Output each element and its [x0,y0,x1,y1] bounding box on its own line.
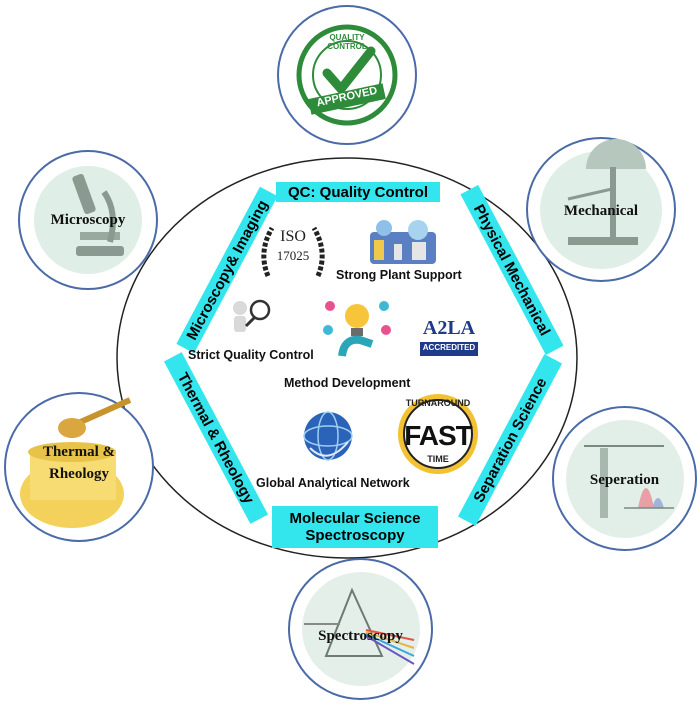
svg-text:A2LA: A2LA [423,317,476,339]
node-spectroscopy: Spectroscopy [288,558,433,700]
quality-approved-stamp-icon [296,24,398,126]
strong-plant-support-label: Strong Plant Support [336,268,462,282]
spectroscopy-label: Spectroscopy [318,628,403,644]
fast-logo-top: TURNAROUND [405,398,471,408]
microscope-icon [72,173,124,256]
global-analytical-network-label: Global Analytical Network [256,476,410,490]
node-separation: Seperation [552,406,697,551]
band-bottom-line2: Spectroscopy [305,527,405,544]
plant-icon [370,220,436,264]
thermal-label-line1: Thermal & [42,444,116,460]
fast-logo-main: FAST [404,420,473,451]
mechanical-label: Mechanical [563,203,639,219]
band-top: QC: Quality Control [276,182,440,202]
band-bottom-line1: Molecular Science [289,510,421,527]
thermal-label-line2: Rheology [49,466,109,482]
stamp-top-text: QUALITY CONTROL [327,33,367,51]
iso-logo-number: 17025 [276,248,310,263]
node-microscopy: Microscopy [18,150,158,290]
iso-laurel-icon [261,226,325,277]
iso-logo-text: ISO [280,228,306,245]
fast-logo-bottom: TIME [427,454,449,464]
lightbulb-idea-icon [323,301,391,357]
node-thermal-rheology: Thermal & Rheology [4,392,154,542]
honey-jar-icon [20,397,132,528]
pendulum-tester-icon [567,139,646,245]
chromatography-icon [584,445,674,518]
fast-turnaround-icon [398,394,478,474]
prism-icon [304,587,415,665]
method-development-label: Method Development [284,376,411,390]
a2la-accredited-icon: A2LA [420,314,478,356]
globe-network-icon [303,411,353,461]
band-bottom: Molecular Science Spectroscopy [272,506,438,548]
accredited-logo-text: ACCREDITED [422,343,476,352]
magnifier-person-icon [233,299,271,332]
separation-label: Seperation [589,472,660,488]
node-quality-control: QUALITY CONTROL APPROVED [277,5,417,145]
strict-quality-control-label: Strict Quality Control [188,348,314,362]
microscopy-label: Microscopy [50,212,126,228]
node-mechanical: Mechanical [526,137,676,282]
